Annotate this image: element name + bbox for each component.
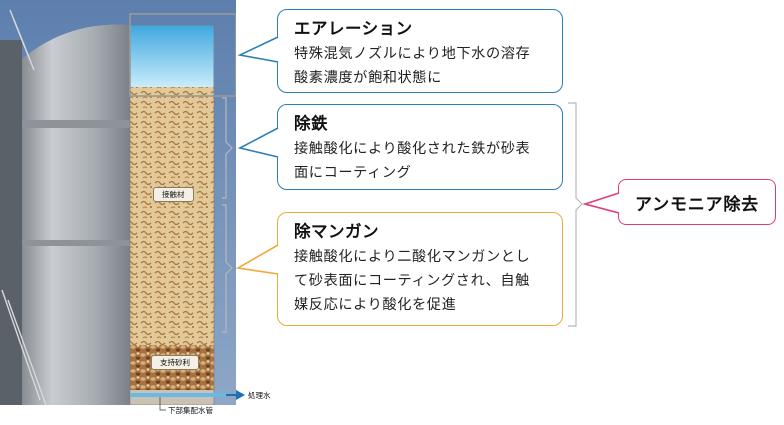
- callout-aeration: エアレーション 特殊混気ノズルにより地下水の溶存 酸素濃度が飽和状態に: [277, 9, 563, 93]
- manganese-removal-title: 除マンガン: [294, 222, 379, 241]
- callout-manganese-removal: 除マンガン 接触酸化により二酸化マンガンとし て砂表面にコーティングされ、自触 …: [277, 212, 563, 326]
- iron-removal-description: 接触酸化により酸化された鉄が砂表 面にコーティング: [294, 141, 531, 181]
- aeration-pointer: [237, 36, 279, 63]
- aeration-title: エアレーション: [294, 19, 413, 38]
- ammonia-removal-title: アンモニア除去: [635, 194, 759, 215]
- aeration-description: 特殊混気ノズルにより地下水の溶存 酸素濃度が飽和状態に: [294, 46, 531, 86]
- contact-media-label: 接触材: [153, 187, 194, 202]
- callout-iron-removal: 除鉄 接触酸化により酸化された鉄が砂表 面にコーティング: [277, 104, 563, 190]
- manganese-removal-description: 接触酸化により二酸化マンガンとし て砂表面にコーティングされ、自触 媒反応により…: [294, 249, 531, 313]
- ammonia-zone-bracket: [568, 102, 583, 327]
- treated-water-arrow-icon: [236, 390, 245, 400]
- underdrain-pipe-label: 下部集配水管: [168, 406, 213, 415]
- treatment-tower-photo: [0, 0, 236, 405]
- iron-removal-title: 除鉄: [294, 114, 328, 133]
- treated-water-label: 処理水: [248, 391, 271, 400]
- support-gravel-label: 支持砂利: [151, 355, 199, 370]
- manganese-pointer: [235, 244, 279, 275]
- ammonia-pointer: [582, 192, 620, 214]
- iron-pointer: [237, 127, 279, 158]
- callout-ammonia-removal: アンモニア除去: [618, 179, 776, 225]
